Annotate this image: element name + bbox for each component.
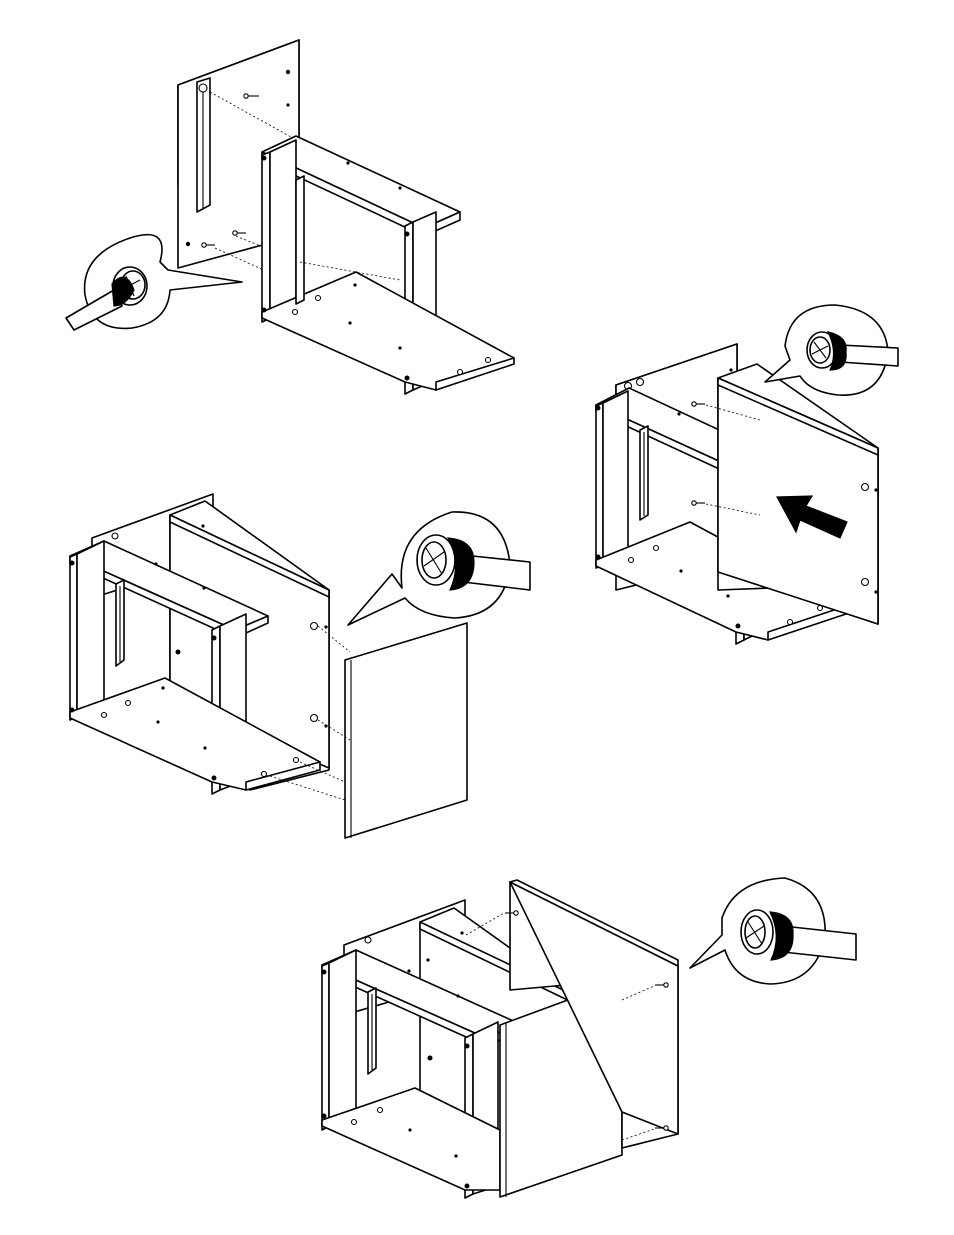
phillips-screwdriver-icon (690, 878, 856, 984)
phillips-screwdriver-icon (765, 305, 898, 395)
step-2-assembly (596, 305, 899, 644)
phillips-screwdriver-icon (348, 512, 530, 625)
step-3-assembly (70, 494, 531, 838)
step-1-assembly (66, 40, 514, 394)
step-4-assembly (322, 878, 857, 1198)
front-panel (345, 623, 467, 838)
